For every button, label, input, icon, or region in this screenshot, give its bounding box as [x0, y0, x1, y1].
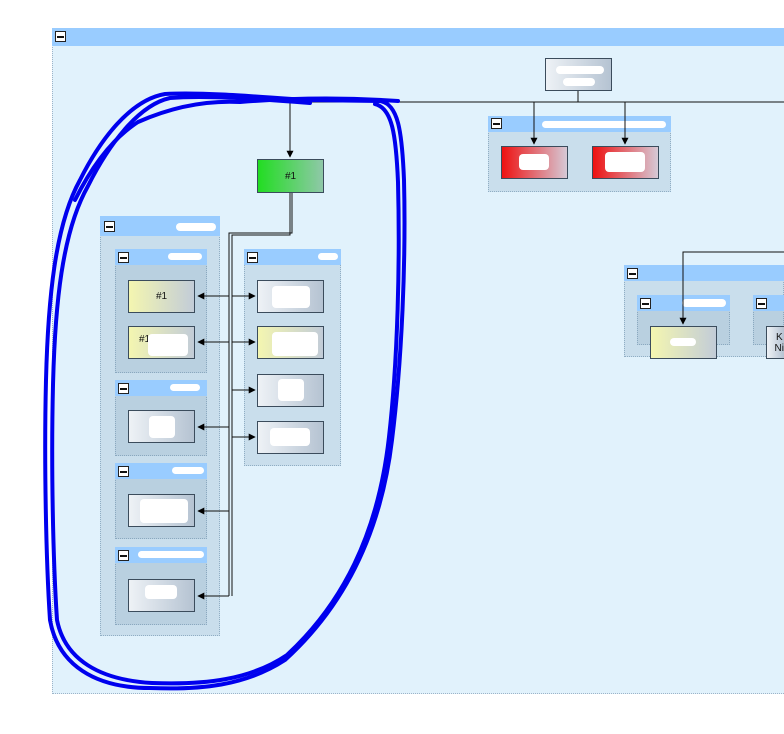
green-node[interactable]: #1: [257, 159, 324, 193]
redaction-mark: [272, 286, 310, 308]
green-node-label: #1: [284, 170, 297, 182]
redaction-mark: [145, 585, 177, 599]
redaction-mark: [605, 152, 645, 172]
right-group-node-2[interactable]: K Ni: [766, 326, 784, 359]
redaction-mark: [556, 66, 604, 74]
left-subgroup-1-collapse-icon[interactable]: [118, 252, 129, 263]
redaction-mark: [278, 379, 304, 401]
redaction-mark: [270, 428, 310, 446]
redaction-mark: [682, 299, 726, 307]
redaction-mark: [563, 78, 595, 86]
redaction-mark: [138, 551, 204, 558]
redaction-mark: [168, 253, 202, 260]
redaction-mark: [542, 121, 666, 128]
left-subgroup-2-collapse-icon[interactable]: [118, 383, 129, 394]
red-node-2[interactable]: [592, 146, 659, 179]
left-node-1[interactable]: #1: [128, 280, 195, 313]
right-list-header: [244, 249, 341, 265]
redaction-mark: [670, 338, 696, 346]
redaction-mark: [519, 154, 549, 170]
connector-root-left: [286, 91, 579, 158]
redaction-mark: [318, 253, 338, 260]
left-group-header: [100, 216, 220, 236]
redaction-mark: [272, 332, 318, 356]
right-list-collapse-icon[interactable]: [247, 252, 258, 263]
canvas-header: [52, 28, 784, 46]
connector-green-trunk: [231, 193, 291, 596]
connector-right-group: [679, 251, 784, 325]
right-group-collapse-icon[interactable]: [627, 268, 638, 279]
left-subgroup-3-collapse-icon[interactable]: [118, 466, 129, 477]
left-subgroup-4-collapse-icon[interactable]: [118, 550, 129, 561]
redaction-mark: [172, 467, 204, 474]
right-subgroup-1-collapse-icon[interactable]: [640, 298, 651, 309]
red-group-collapse-icon[interactable]: [491, 118, 502, 129]
redaction-mark: [148, 334, 188, 356]
left-node-1-label: #1: [155, 291, 168, 302]
hand-drawn-annotation: [43, 91, 407, 691]
left-node-2-label: #1: [139, 334, 151, 345]
redaction-mark: [170, 384, 200, 391]
redaction-mark: [149, 416, 175, 438]
right-group-node-2-label: K Ni: [774, 331, 784, 354]
redaction-mark: [176, 223, 216, 231]
canvas-collapse-icon[interactable]: [55, 31, 66, 42]
right-group-header: [624, 265, 784, 281]
left-group-collapse-icon[interactable]: [104, 221, 115, 232]
right-subgroup-2-collapse-icon[interactable]: [756, 298, 767, 309]
connector-green-trunk-2: [228, 193, 293, 596]
redaction-mark: [140, 499, 188, 523]
